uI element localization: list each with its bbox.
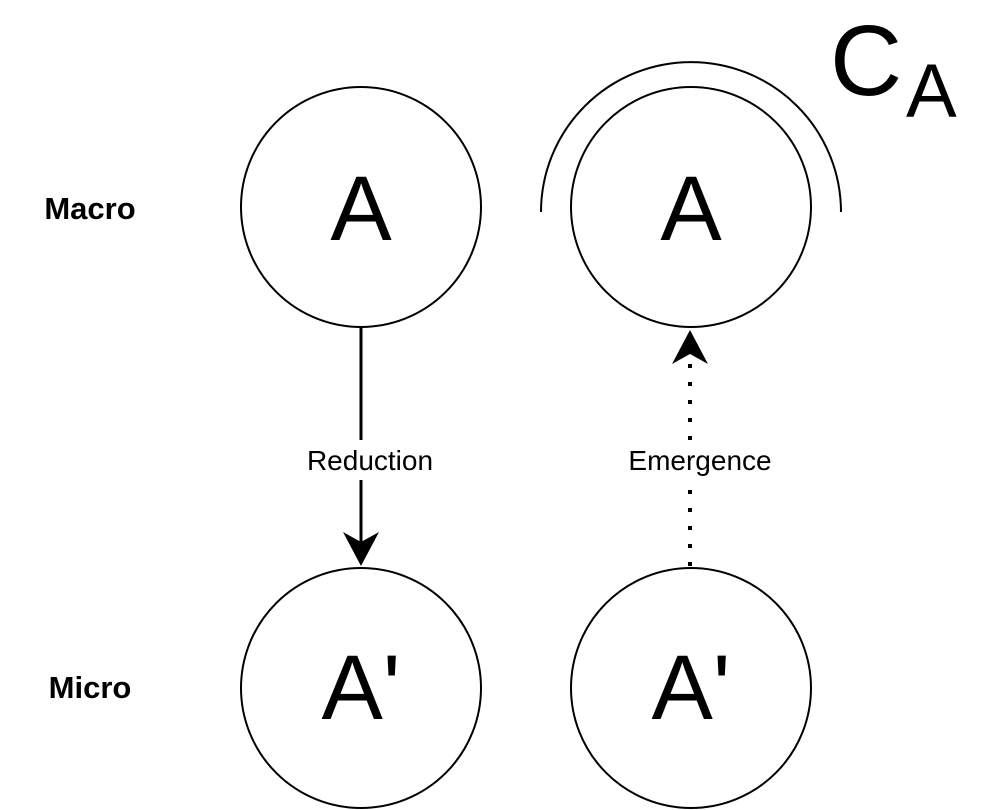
context-arc [540, 61, 842, 213]
micro-level-label: Micro [49, 670, 132, 705]
reduction-edge [343, 328, 379, 566]
emergence-label: Emergence [628, 445, 771, 476]
macro-node-left-label: A [330, 158, 392, 260]
reduction-arrowhead [343, 532, 379, 566]
micro-node-left-label: A' [322, 637, 401, 739]
micro-node-right: A' [570, 567, 812, 809]
reduction-label: Reduction [307, 445, 433, 476]
macro-node-left: A [240, 86, 482, 328]
emergence-label-bg [612, 440, 790, 480]
micro-node-left: A' [240, 567, 482, 809]
context-label: C A [830, 5, 957, 134]
context-label-subscript: A [906, 49, 957, 134]
micro-node-right-label: A' [652, 637, 731, 739]
macro-node-right-label: A [660, 158, 722, 260]
macro-node-right: A [540, 61, 842, 328]
macro-level-label: Macro [44, 191, 135, 226]
context-label-main: C [830, 5, 902, 117]
reduction-label-bg [292, 440, 452, 480]
emergence-arrowhead [672, 330, 708, 364]
